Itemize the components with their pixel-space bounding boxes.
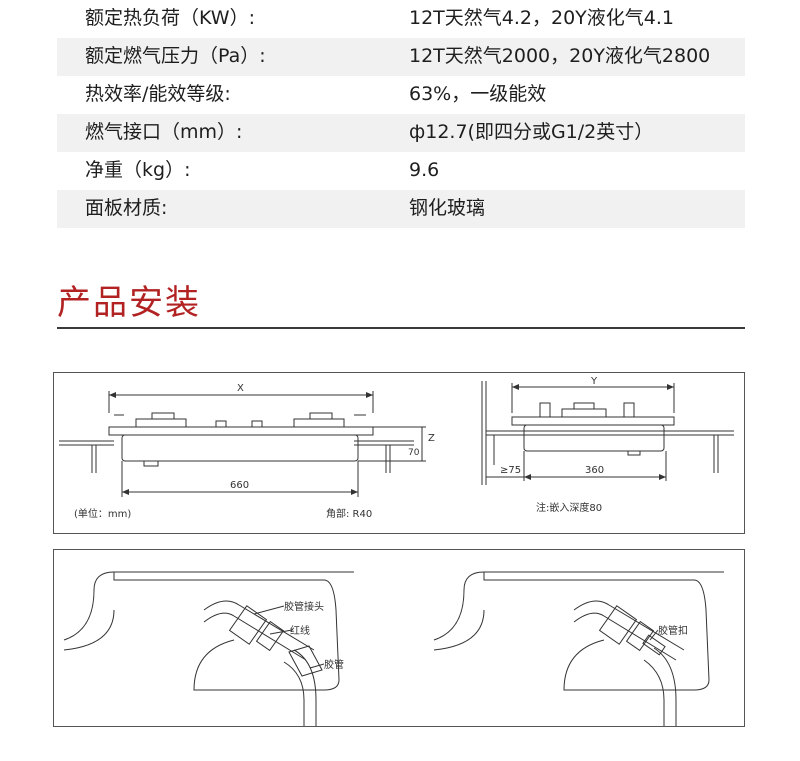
hose-connection-diagram: 胶管接头 红线 胶管 胶管扣 [53, 549, 745, 727]
corner-radius-note: 角部: R40 [326, 507, 372, 520]
dimension-drawing: X 660 Z 70 (单位：mm) 角部: R40 [59, 376, 734, 520]
spec-value: 63%，一级能效 [409, 83, 547, 105]
dim-360-label: 360 [585, 465, 604, 476]
front-view [59, 391, 426, 497]
side-dimension-arrows [512, 384, 674, 480]
hose-drawing: 胶管接头 红线 胶管 胶管扣 [63, 571, 724, 726]
spec-label: 额定热负荷（KW）: [85, 7, 255, 29]
dim-x-label: X [237, 383, 244, 394]
label-hose-connector: 胶管接头 [284, 600, 324, 613]
spec-row-gas-inlet: 燃气接口（mm）: ф12.7(即四分或G1/2英寸） [57, 114, 745, 152]
label-hose: 胶管 [324, 658, 344, 671]
dimension-arrows [109, 392, 373, 495]
unit-note: (单位：mm) [74, 507, 131, 520]
spec-label: 额定燃气压力（Pa）: [85, 45, 266, 67]
hose-clamp-illustration [433, 571, 724, 726]
spec-row-gas-pressure: 额定燃气压力（Pa）: 12T天然气2000，20Y液化气2800 [57, 38, 745, 76]
dim-75-label: ≥75 [500, 465, 521, 476]
dim-660-label: 660 [230, 480, 249, 491]
side-view [481, 381, 734, 485]
spec-value: 9.6 [409, 159, 440, 181]
spec-row-panel-material: 面板材质: 钢化玻璃 [57, 190, 745, 228]
spec-label: 面板材质: [85, 197, 168, 219]
section-divider [57, 327, 745, 329]
dim-70-label: 70 [408, 448, 420, 458]
spec-row-net-weight: 净重（kg）: 9.6 [57, 152, 745, 190]
spec-row-heat-load: 额定热负荷（KW）: 12T天然气4.2，20Y液化气4.1 [57, 0, 745, 38]
hose-connector-illustration [63, 571, 354, 726]
embed-depth-note: 注:嵌入深度80 [536, 501, 602, 514]
spec-label: 净重（kg）: [85, 159, 191, 181]
spec-value: 12T天然气2000，20Y液化气2800 [409, 45, 711, 67]
dim-y-label: Y [590, 376, 598, 387]
spec-value: ф12.7(即四分或G1/2英寸） [409, 121, 654, 143]
spec-value: 12T天然气4.2，20Y液化气4.1 [409, 7, 674, 29]
section-title: 产品安装 [57, 283, 201, 323]
spec-table: 额定热负荷（KW）: 12T天然气4.2，20Y液化气4.1 额定燃气压力（Pa… [57, 0, 745, 228]
dim-z-label: Z [428, 433, 435, 444]
spec-label: 热效率/能效等级: [85, 83, 231, 105]
spec-label: 燃气接口（mm）: [85, 121, 243, 143]
spec-row-efficiency: 热效率/能效等级: 63%，一级能效 [57, 76, 745, 114]
spec-value: 钢化玻璃 [409, 197, 486, 219]
installation-dimension-diagram: X 660 Z 70 (单位：mm) 角部: R40 [53, 372, 745, 534]
label-hose-clamp: 胶管扣 [658, 624, 688, 637]
label-red-line: 红线 [290, 624, 310, 637]
